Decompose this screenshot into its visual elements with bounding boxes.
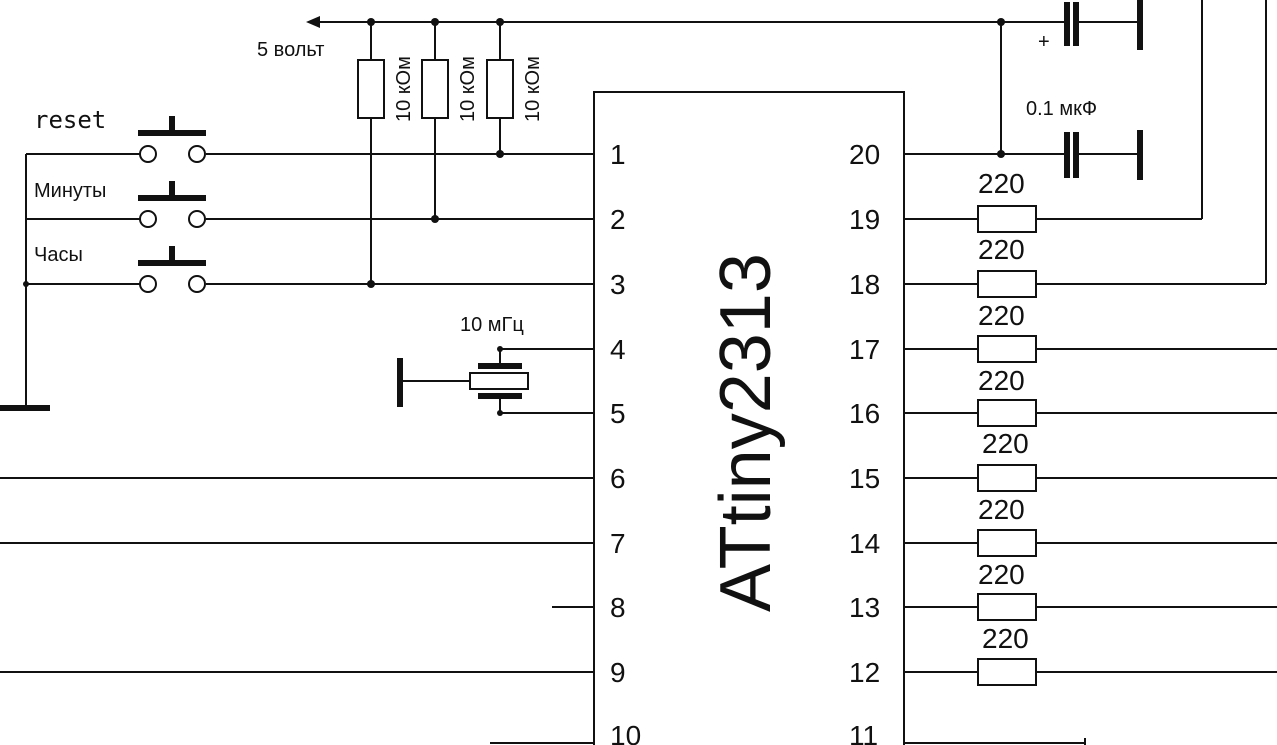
pin-left-6: 6 bbox=[610, 463, 626, 494]
pin-left-4: 4 bbox=[610, 334, 626, 365]
led-resistor-value-12: 220 bbox=[982, 623, 1029, 654]
pin-left-3: 3 bbox=[610, 269, 626, 300]
pullup-resistor-2 bbox=[421, 59, 449, 119]
pullup-resistor-3 bbox=[486, 59, 514, 119]
led-resistor-value-17: 220 bbox=[978, 300, 1025, 331]
led-resistor-value-15: 220 bbox=[982, 428, 1029, 459]
decoupling-capacitors: + 0.1 мкФ bbox=[904, 0, 1143, 180]
crystal-label: 10 мГц bbox=[460, 314, 524, 336]
led-resistor-16 bbox=[977, 399, 1037, 427]
led-resistor-17 bbox=[977, 335, 1037, 363]
pin-left-5: 5 bbox=[610, 398, 626, 429]
pin-left-1: 1 bbox=[610, 139, 626, 170]
pin-right-11: 11 bbox=[849, 720, 878, 745]
pullup-value-2: 10 кОм bbox=[457, 56, 479, 122]
led-resistor-value-14: 220 bbox=[978, 494, 1025, 525]
supply-rail: 5 вольт bbox=[257, 16, 1005, 61]
buttons: reset Минуты Часы bbox=[0, 106, 594, 411]
pin-right-13: 13 bbox=[849, 592, 880, 623]
minutes-label: Минуты bbox=[34, 180, 106, 202]
supply-label: 5 вольт bbox=[257, 39, 324, 61]
crystal-oscillator: 10 мГц bbox=[397, 314, 594, 416]
pullup-resistors: 10 кОм 10 кОм 10 кОм bbox=[357, 22, 544, 288]
led-resistor-14 bbox=[977, 529, 1037, 557]
led-resistor-19 bbox=[977, 205, 1037, 233]
attiny2313-chip: ATtiny2313 1 2 3 4 5 6 7 8 9 10 20 19 18… bbox=[593, 91, 905, 745]
hours-label: Часы bbox=[34, 244, 83, 266]
reset-label: reset bbox=[34, 106, 106, 134]
led-resistor-value-13: 220 bbox=[978, 559, 1025, 590]
pin-right-20: 20 bbox=[849, 139, 880, 170]
led-resistor-15 bbox=[977, 464, 1037, 492]
polarity-label: + bbox=[1038, 31, 1050, 53]
pullup-value-3: 10 кОм bbox=[522, 56, 544, 122]
pullup-value-1: 10 кОм bbox=[393, 56, 415, 122]
pin-right-19: 19 bbox=[849, 204, 880, 235]
pin-left-9: 9 bbox=[610, 657, 626, 688]
led-resistor-18 bbox=[977, 270, 1037, 298]
led-resistor-value-18: 220 bbox=[978, 234, 1025, 265]
pin-right-14: 14 bbox=[849, 528, 880, 559]
pin-right-16: 16 bbox=[849, 398, 880, 429]
pin-left-8: 8 bbox=[610, 592, 626, 623]
pin-left-10: 10 bbox=[610, 720, 641, 745]
left-pin-wires bbox=[0, 477, 594, 744]
led-resistor-13 bbox=[977, 593, 1037, 621]
pin-right-15: 15 bbox=[849, 463, 880, 494]
pullup-resistor-1 bbox=[357, 59, 385, 119]
led-resistor-12 bbox=[977, 658, 1037, 686]
led-resistor-value-16: 220 bbox=[978, 365, 1025, 396]
pin-right-17: 17 bbox=[849, 334, 880, 365]
pin-left-7: 7 bbox=[610, 528, 626, 559]
pin-right-12: 12 bbox=[849, 657, 880, 688]
capacitor-label: 0.1 мкФ bbox=[1026, 98, 1097, 120]
pin-right-18: 18 bbox=[849, 269, 880, 300]
led-resistor-value-19: 220 bbox=[978, 168, 1025, 199]
pin-left-2: 2 bbox=[610, 204, 626, 235]
led-resistors: 220 220 220 220 220 220 220 bbox=[904, 0, 1277, 745]
chip-label: ATtiny2313 bbox=[706, 253, 786, 612]
